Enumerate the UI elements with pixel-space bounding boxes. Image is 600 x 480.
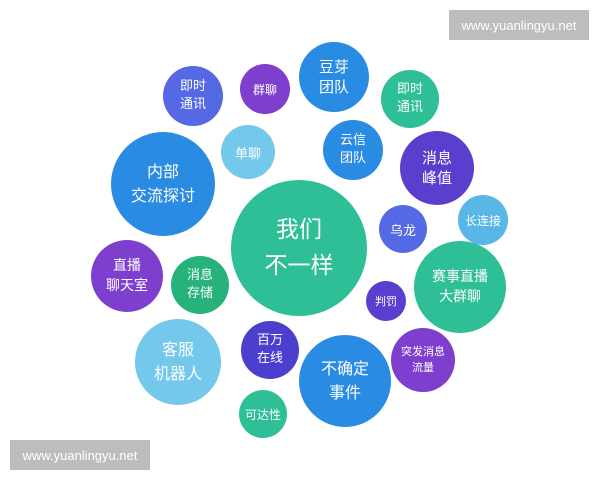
bubble-mixup: 乌龙: [379, 205, 427, 253]
bubble-long-connection: 长连接: [458, 195, 508, 245]
bubble-douya-team: 豆芽 团队: [299, 42, 369, 112]
bubble-message-peak: 消息 峰值: [400, 131, 474, 205]
bubble-penalty: 判罚: [366, 281, 406, 321]
bubble-burst-message-traffic: 突发消息 流量: [391, 328, 455, 392]
bubble-instant-messaging-left: 即时 通讯: [163, 66, 223, 126]
bubble-single-chat: 单聊: [221, 125, 275, 179]
bubble-event-live-group-chat: 赛事直播 大群聊: [414, 241, 506, 333]
bubble-uncertain-events: 不确定 事件: [299, 335, 391, 427]
bubble-group-chat: 群聊: [240, 64, 290, 114]
bubble-internal-discussion: 内部 交流探讨: [111, 132, 215, 236]
watermark-top: www.yuanlingyu.net: [449, 10, 589, 40]
bubble-yunxin-team: 云信 团队: [323, 120, 383, 180]
bubble-reachability: 可达性: [239, 390, 287, 438]
bubble-center: 我们 不一样: [231, 180, 367, 316]
bubble-message-storage: 消息 存储: [171, 256, 229, 314]
watermark-bottom: www.yuanlingyu.net: [10, 440, 150, 470]
bubble-instant-messaging-right: 即时 通讯: [381, 70, 439, 128]
bubble-live-chatroom: 直播 聊天室: [91, 240, 163, 312]
bubble-million-online: 百万 在线: [241, 321, 299, 379]
bubble-customer-service-bot: 客服 机器人: [135, 319, 221, 405]
